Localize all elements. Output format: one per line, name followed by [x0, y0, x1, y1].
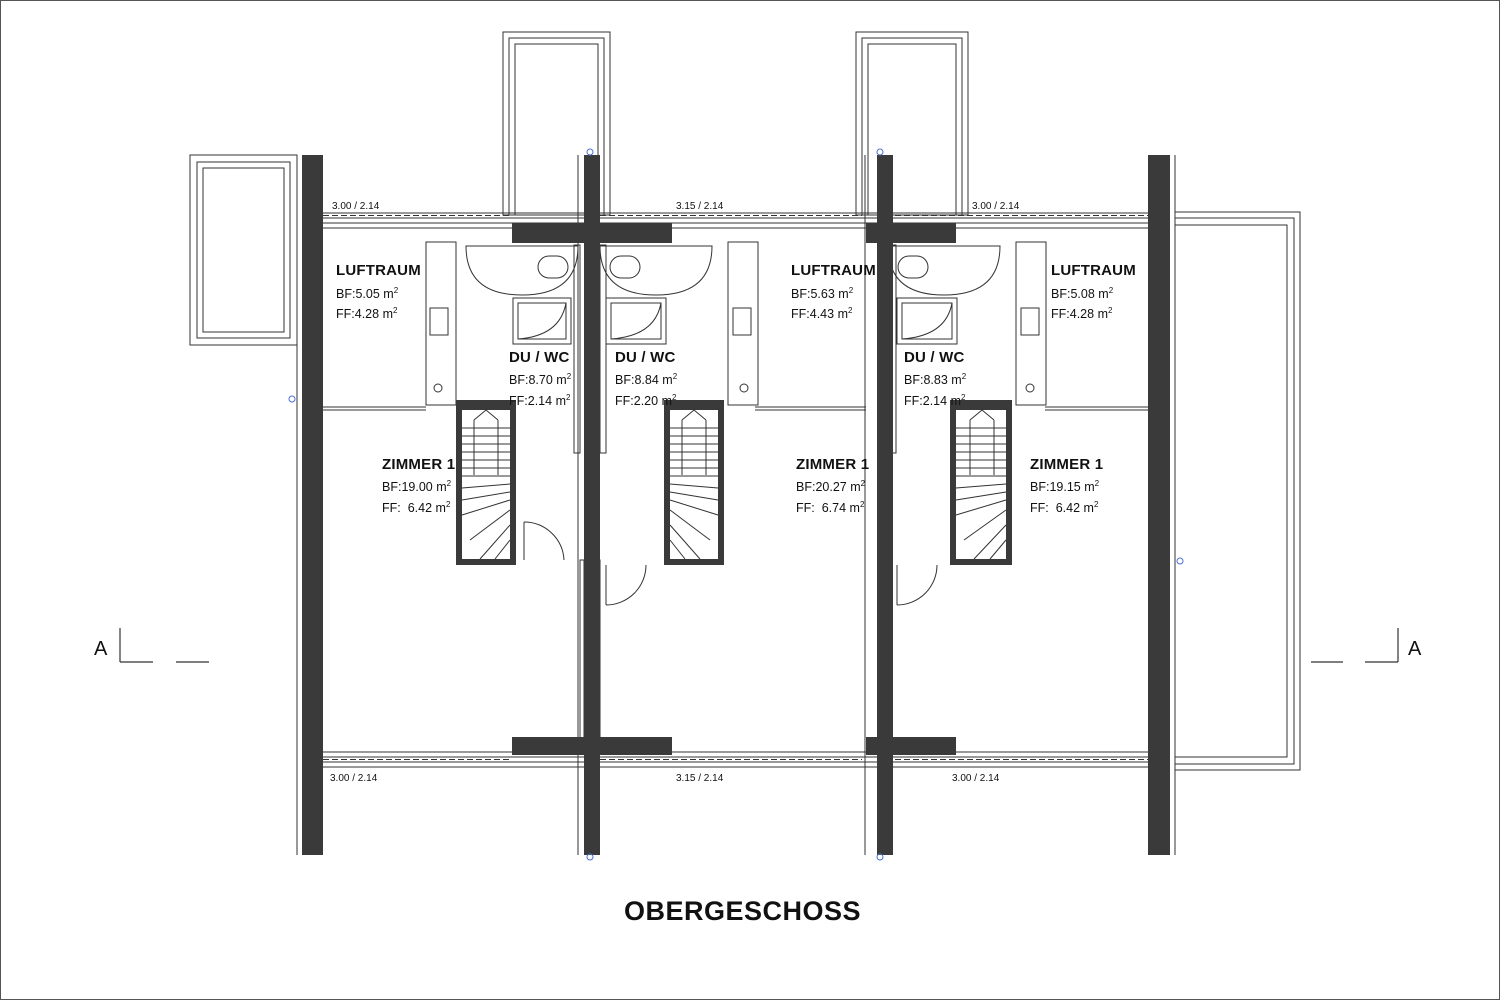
drawing-title: OBERGESCHOSS [624, 896, 862, 926]
room-name-luftraum-1: LUFTRAUM [336, 262, 421, 279]
area-bf-zimmer-3: BF:19.15 m2 [1030, 479, 1100, 495]
wall-party-2 [877, 155, 893, 855]
area-ff-luftraum-1: FF:4.28 m2 [336, 306, 398, 322]
facade-top [323, 212, 1148, 229]
room-name-zimmer-1: ZIMMER 1 [382, 456, 456, 473]
area-ff-luftraum-2: FF:4.43 m2 [791, 306, 853, 322]
balcony-top-2 [855, 31, 969, 216]
area-ff-zimmer-2: FF: 6.74 m2 [796, 500, 865, 516]
area-bf-bath-1: BF:8.70 m2 [509, 372, 572, 388]
area-ff-bath-1: FF:2.14 m2 [509, 393, 571, 409]
area-bf-zimmer-1: BF:19.00 m2 [382, 479, 452, 495]
window-dim-bottom-3: 3.00 / 2.14 [952, 773, 1000, 784]
area-bf-luftraum-1: BF:5.05 m2 [336, 286, 399, 302]
area-ff-bath-3: FF:2.14 m2 [904, 393, 966, 409]
area-bf-bath-2: BF:8.84 m2 [615, 372, 678, 388]
window-dim-top-1: 3.00 / 2.14 [332, 201, 380, 212]
area-bf-zimmer-2: BF:20.27 m2 [796, 479, 866, 495]
area-ff-zimmer-1: FF: 6.42 m2 [382, 500, 451, 516]
room-name-luftraum-2: LUFTRAUM [791, 262, 876, 279]
section-mark-right: A [1408, 638, 1422, 660]
facade-bottom [323, 751, 1148, 768]
area-ff-zimmer-3: FF: 6.42 m2 [1030, 500, 1099, 516]
terrace-right [1174, 211, 1301, 771]
window-dim-top-3: 3.00 / 2.14 [972, 201, 1020, 212]
room-name-zimmer-3: ZIMMER 1 [1030, 456, 1104, 473]
room-name-bath-1: DU / WC [509, 349, 570, 366]
wall-party-1 [584, 155, 600, 855]
room-name-zimmer-2: ZIMMER 1 [796, 456, 870, 473]
window-dim-top-2: 3.15 / 2.14 [676, 201, 724, 212]
window-dim-bottom-1: 3.00 / 2.14 [330, 773, 378, 784]
wall-outer-left [302, 155, 323, 855]
area-bf-luftraum-2: BF:5.63 m2 [791, 286, 854, 302]
window-dim-bottom-2: 3.15 / 2.14 [676, 773, 724, 784]
reference-markers [288, 148, 1184, 861]
wall-outer-right [1148, 155, 1170, 855]
section-mark-left: A [94, 638, 108, 660]
area-ff-luftraum-3: FF:4.28 m2 [1051, 306, 1113, 322]
room-name-bath-2: DU / WC [615, 349, 676, 366]
room-name-bath-3: DU / WC [904, 349, 965, 366]
room-name-luftraum-3: LUFTRAUM [1051, 262, 1136, 279]
balcony-left [189, 154, 298, 346]
area-ff-bath-2: FF:2.20 m2 [615, 393, 677, 409]
area-bf-luftraum-3: BF:5.08 m2 [1051, 286, 1114, 302]
section-line-a [119, 628, 1399, 663]
balcony-top-1 [502, 31, 611, 216]
area-bf-bath-3: BF:8.83 m2 [904, 372, 967, 388]
